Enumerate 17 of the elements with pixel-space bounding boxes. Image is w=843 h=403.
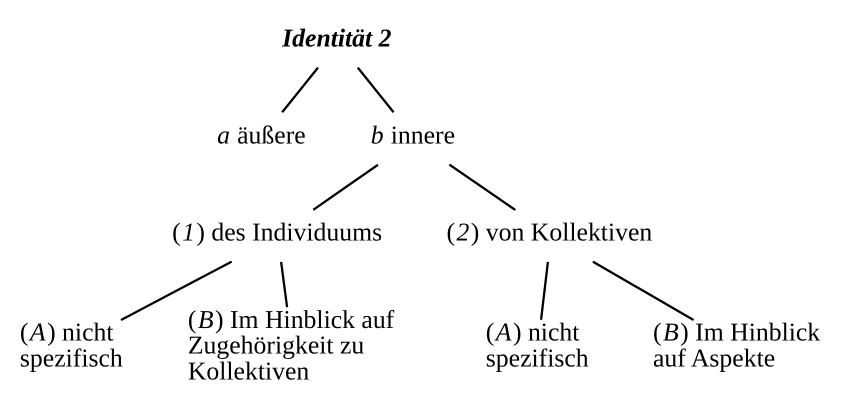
connector [120,260,232,322]
connector [281,66,319,113]
connector [592,260,694,322]
node-text: (B) Im Hinblick auf Zugehörigkeit zu Kollektiven [188,304,394,386]
node-text: (A) nicht spezifisch [486,318,589,372]
connector [448,164,516,211]
node-text: b innere [370,120,456,150]
node-text: a äußere [217,120,306,150]
node-text: (2) von Kollektiven [446,218,652,247]
connector [540,262,550,320]
connector [312,164,379,211]
node-text: (A) nicht spezifisch [20,318,123,372]
node-text: Identität 2 [282,23,392,52]
node-text: (1) des Individuums [172,218,382,247]
connector [280,262,288,308]
node-text: (B) Im Hinblick auf Aspekte [653,318,820,372]
connector [356,66,394,113]
